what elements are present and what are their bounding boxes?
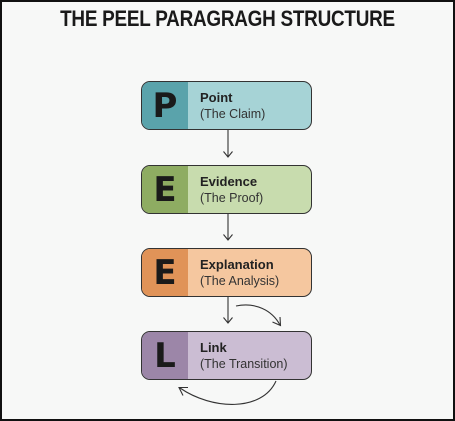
step-point-heading: Point	[200, 90, 233, 105]
step-link-subtitle: (The Transition)	[200, 357, 288, 371]
step-point-subtitle: (The Claim)	[200, 107, 266, 121]
step-evidence-heading: Evidence	[200, 174, 258, 189]
step-point-letter: P	[142, 82, 188, 129]
step-explanation-heading: Explanation	[200, 257, 274, 272]
step-evidence-letter: E	[142, 166, 188, 213]
step-link-letter: L	[142, 332, 188, 379]
diagram-title: THE PEEL PARAGRAGH STRUCTURE	[60, 6, 395, 31]
step-explanation-card: E Explanation (The Analysis)	[141, 248, 312, 297]
step-explanation-letter: E	[142, 249, 188, 296]
step-link-card: L Link (The Transition)	[141, 331, 312, 380]
arrowhead-explanation-to-link	[223, 317, 233, 324]
curved-arrowhead-right	[272, 316, 282, 327]
arrowhead-evidence-to-explanation	[223, 234, 233, 241]
step-evidence-card: E Evidence (The Proof)	[141, 165, 312, 214]
loop-arrow-bottom	[179, 380, 277, 405]
step-link-heading: Link	[200, 340, 227, 355]
loop-arrowhead-bottom	[178, 386, 188, 396]
step-evidence-subtitle: (The Proof)	[200, 191, 264, 205]
arrowhead-point-to-evidence	[223, 151, 233, 158]
step-explanation-subtitle: (The Analysis)	[200, 274, 280, 288]
curved-arrow-right	[235, 304, 281, 326]
step-point-card: P Point (The Claim)	[141, 81, 312, 130]
